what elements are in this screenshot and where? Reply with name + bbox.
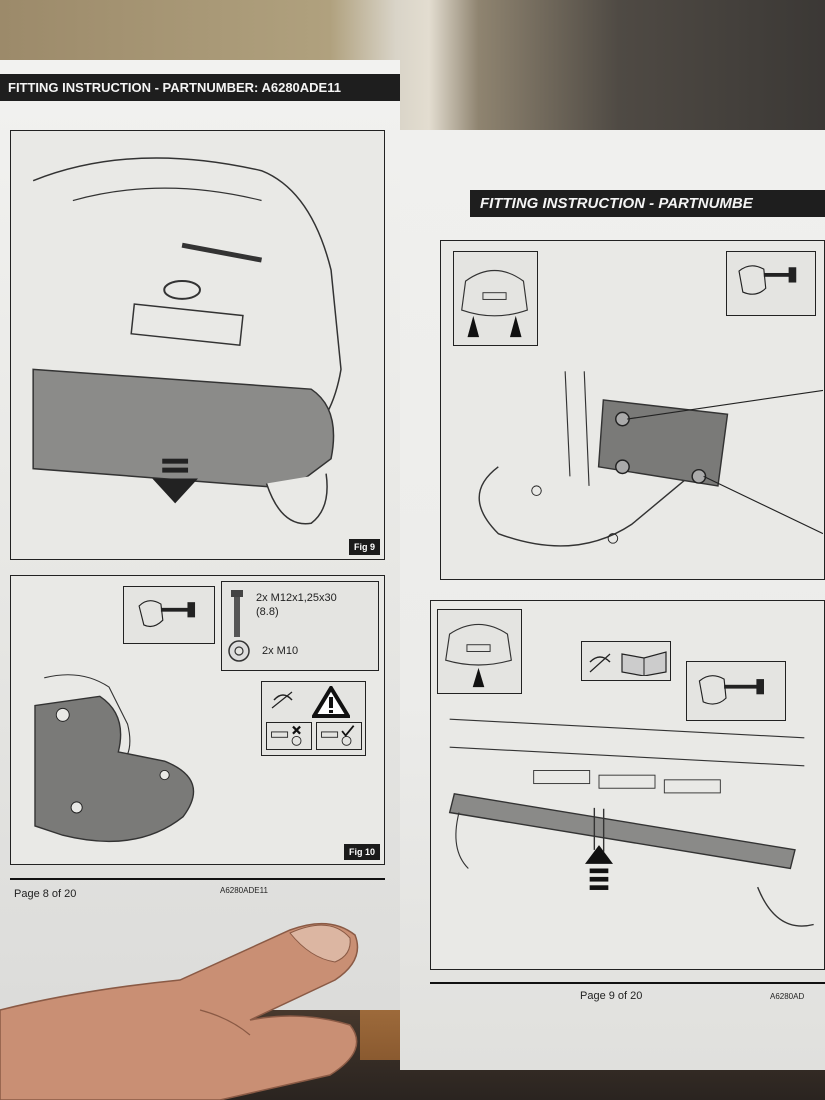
figure-10: 2x M12x1,25x30 (8.8) 2x M10 (10, 575, 385, 865)
figure-label: Fig 10 (343, 844, 380, 860)
bolt-quantity: 2x M12x1,25x30 (256, 592, 337, 604)
footer-rule (430, 982, 825, 984)
arrow-down-icon (152, 458, 198, 504)
bracket-plate (597, 399, 729, 487)
figure-bracket-bolting (440, 240, 825, 580)
correct-bolt-example (316, 722, 362, 750)
bolt-grade: (8.8) (256, 606, 279, 618)
visual-check-icon (271, 691, 293, 709)
tighten-by-hand-inset (123, 586, 215, 644)
hand-wrench-icon (738, 265, 797, 295)
footer-part-code: A6280AD (770, 992, 805, 1001)
page-number: Page 8 of 20 (14, 888, 77, 900)
warning-triangle-icon (312, 686, 350, 718)
visual-check-manual-inset (581, 641, 671, 681)
torque-wrench-inset (686, 661, 786, 721)
bracket-bolting-illustration (478, 371, 823, 547)
thumbnail (289, 924, 351, 963)
bumper-shape (32, 368, 335, 490)
footer-part-code: A6280ADE11 (220, 886, 268, 895)
brand-logo (163, 279, 201, 300)
left-page: FITTING INSTRUCTION - PARTNUMBER: A6280A… (0, 60, 400, 1010)
car-lift-inset (437, 609, 522, 694)
crossbar (448, 793, 796, 870)
right-page: FITTING INSTRUCTION - PARTNUMBE (400, 130, 825, 1070)
cross-mark-icon (271, 725, 302, 746)
hand-wrench-icon (698, 675, 764, 705)
washer-quantity: 2x M10 (262, 645, 299, 657)
parts-list-inset: 2x M12x1,25x30 (8.8) 2x M10 (221, 581, 379, 671)
hand-tighten-inset (726, 251, 816, 316)
rear-bumper-removal-illustration (32, 157, 342, 525)
washer-icon (228, 640, 250, 662)
crossbar-fitting-illustration (448, 718, 814, 927)
car-lift-points-inset (453, 251, 538, 346)
bracket-fitting-illustration (34, 674, 195, 843)
car-rear-view-icon (461, 270, 528, 338)
figure-crossbar-fitting (430, 600, 825, 970)
hand-wrench-icon (138, 600, 196, 628)
figure-9: Fig 9 (10, 130, 385, 560)
car-rear-view-icon (445, 624, 512, 688)
footer-rule (10, 878, 385, 880)
figure-label: Fig 9 (348, 539, 380, 555)
eye-check-icon (589, 653, 611, 673)
incorrect-bolt-example (266, 722, 312, 750)
right-page-header: FITTING INSTRUCTION - PARTNUMBE (470, 190, 825, 217)
check-mark-icon (321, 725, 355, 746)
arrow-up-icon (585, 845, 613, 890)
left-page-header: FITTING INSTRUCTION - PARTNUMBER: A6280A… (0, 74, 400, 101)
page-number: Page 9 of 20 (580, 990, 643, 1002)
bolt-icon (231, 590, 243, 637)
hand-holding-booklet (0, 922, 359, 1100)
manual-book-icon (621, 651, 667, 676)
warning-inset (261, 681, 366, 756)
